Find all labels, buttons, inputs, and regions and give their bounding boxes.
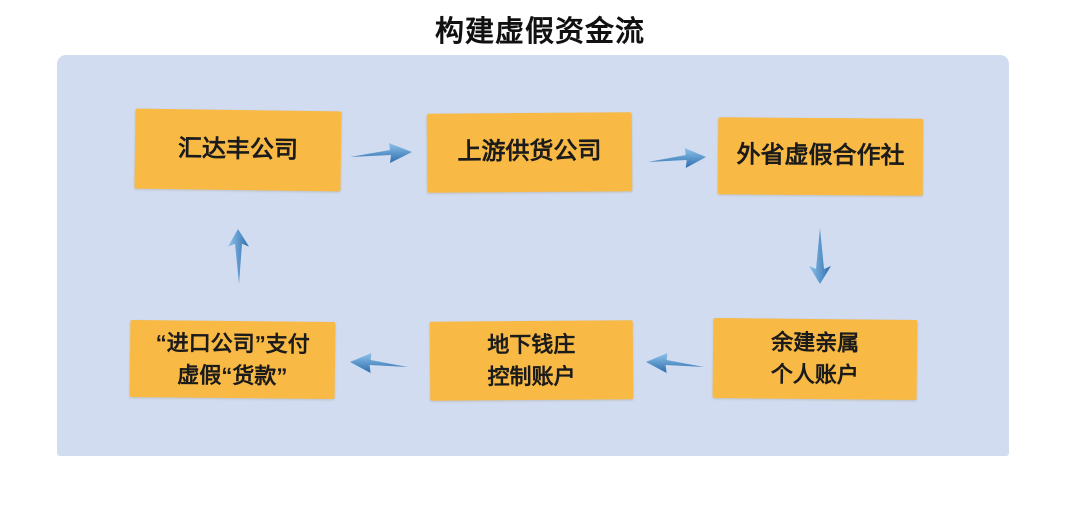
diagram-title: 构建虚假资金流	[434, 16, 645, 48]
node-underground-bank-account: 地下钱庄 控制账户	[429, 320, 634, 401]
node-import-company-payment: “进口公司”支付 虚假“货款”	[129, 319, 336, 400]
node-upstream-supplier: 上游供货公司	[426, 112, 633, 193]
arrow-right-icon	[350, 143, 412, 163]
node-relatives-accounts: 余建亲属 个人账户	[712, 317, 918, 401]
arrow-right-icon	[648, 148, 707, 168]
arrow-left-icon	[350, 353, 408, 373]
arrow-left-icon	[646, 353, 704, 373]
node-huidafeng-company: 汇达丰公司	[134, 108, 342, 192]
arrow-down-icon	[809, 228, 831, 284]
node-out-province-fake-coop: 外省虚假合作社	[717, 117, 924, 196]
arrow-up-icon	[228, 228, 249, 285]
